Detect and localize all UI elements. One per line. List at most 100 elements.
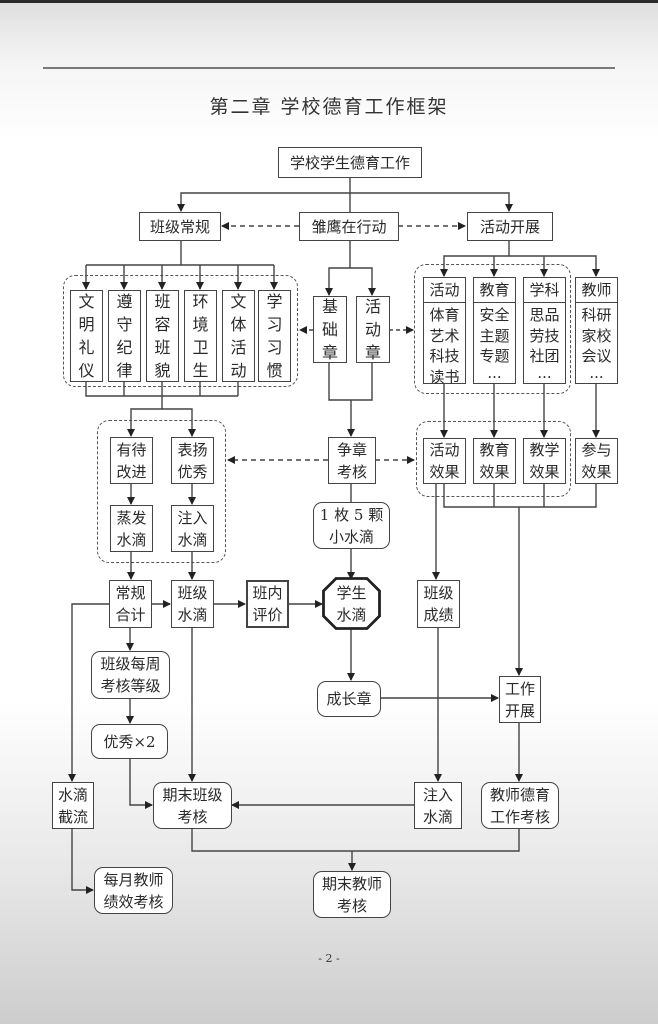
group-header: 教师 xyxy=(576,278,617,303)
drop-cutoff-node: 水滴截流 xyxy=(52,782,94,829)
char: 活 xyxy=(364,297,381,316)
line: 考核 xyxy=(177,807,208,826)
line: 开展 xyxy=(504,701,535,720)
group-line: 艺术 xyxy=(429,326,460,345)
in-class-eval-node: 班内评价 xyxy=(246,580,289,628)
line: 争章 xyxy=(336,440,367,459)
line: 常规 xyxy=(115,584,146,602)
char: 动 xyxy=(364,320,381,339)
line: 优秀×2 xyxy=(103,732,156,751)
line: 班内 xyxy=(252,584,283,602)
line: 水滴 xyxy=(336,606,367,624)
line: 参与 xyxy=(581,441,612,459)
needs-improve-node: 有待改进 xyxy=(110,437,153,484)
line: 每月教师 xyxy=(103,870,164,889)
group-line: ··· xyxy=(537,367,552,386)
line: 表扬 xyxy=(177,440,208,459)
group-line: 科技 xyxy=(429,347,460,365)
growth-badge-node: 成长章 xyxy=(317,681,381,717)
group-line: 科研 xyxy=(581,306,612,324)
line: 考核等级 xyxy=(100,677,161,695)
inject-drops-2-node: 注入水滴 xyxy=(414,782,462,829)
line: 注入 xyxy=(422,785,453,804)
line: 合计 xyxy=(115,606,146,624)
char: 活 xyxy=(230,338,247,357)
effect-activity-node: 活动效果 xyxy=(423,438,466,484)
group-line: ··· xyxy=(589,367,604,386)
line: 水滴 xyxy=(57,785,88,804)
routine-item-etiquette: 文明礼仪 xyxy=(70,290,103,382)
header-rule xyxy=(43,67,615,69)
line: 学生 xyxy=(336,584,367,602)
praise-excellent-node: 表扬优秀 xyxy=(171,437,214,484)
char: 础 xyxy=(321,320,338,339)
line: 工作 xyxy=(504,679,535,698)
group-line: 体育 xyxy=(429,306,460,324)
group-line: 会议 xyxy=(581,347,612,365)
char: 体 xyxy=(230,315,247,334)
line: 效果 xyxy=(529,463,560,481)
line: 注入 xyxy=(177,508,208,527)
line: 效果 xyxy=(429,463,460,481)
char: 学 xyxy=(266,292,283,311)
line: 1 枚 5 颗 xyxy=(319,505,384,524)
activity-dev-label: 活动开展 xyxy=(479,217,540,236)
badge-assess-node: 争章考核 xyxy=(328,437,376,484)
root-node: 学校学生德育工作 xyxy=(278,147,422,178)
line: 评价 xyxy=(252,606,283,624)
final-teacher-assess-node: 期末教师考核 xyxy=(313,871,391,918)
group-line: 主题 xyxy=(479,326,510,345)
routine-item-sports-arts: 文体活动 xyxy=(222,290,255,382)
monthly-teacher-perf-node: 每月教师绩效考核 xyxy=(94,867,173,914)
student-drops-node: 学生水滴 xyxy=(328,582,375,626)
badge-drops-node: 1 枚 5 颗小水滴 xyxy=(313,502,390,549)
line: 小水滴 xyxy=(328,527,374,546)
line: 效果 xyxy=(479,463,510,481)
char: 基 xyxy=(321,297,338,316)
line: 工作考核 xyxy=(489,807,550,826)
char: 习 xyxy=(266,338,283,357)
group-line: 劳技 xyxy=(529,326,560,345)
line: 水滴 xyxy=(177,606,208,624)
char: 仪 xyxy=(78,361,95,380)
activity-group-subjects: 学科 思品 劳技 社团 ··· xyxy=(523,277,566,386)
group-line: 专题 xyxy=(479,347,510,365)
char: 守 xyxy=(116,315,133,334)
char: 班 xyxy=(154,292,171,311)
activity-group-education: 教育 安全 主题 专题 ··· xyxy=(473,277,516,386)
top-edge-bar xyxy=(0,0,658,3)
weekly-grade-node: 班级每周考核等级 xyxy=(91,651,170,699)
line: 水滴 xyxy=(177,530,208,549)
line: 成长章 xyxy=(326,690,372,708)
routine-items-group xyxy=(63,275,298,387)
char: 礼 xyxy=(78,338,95,357)
class-score-node: 班级成绩 xyxy=(417,580,460,628)
final-class-assess-node: 期末班级考核 xyxy=(153,782,232,829)
line: 班级每周 xyxy=(100,655,161,673)
routine-item-study-habits: 学习习惯 xyxy=(258,290,291,382)
class-routine-label: 班级常规 xyxy=(149,217,210,236)
char: 动 xyxy=(230,361,247,380)
char: 环 xyxy=(192,292,209,311)
group-header: 学科 xyxy=(524,278,565,303)
activity-groups-group xyxy=(414,264,571,394)
eagle-action-label: 雏鹰在行动 xyxy=(311,217,387,236)
char: 班 xyxy=(154,338,171,357)
line: 效果 xyxy=(581,463,612,481)
inject-drops-node: 注入水滴 xyxy=(171,505,214,552)
excellent-x2-node: 优秀×2 xyxy=(91,724,168,759)
class-drops-node: 班级水滴 xyxy=(171,580,214,628)
line: 优秀 xyxy=(177,462,208,481)
char: 习 xyxy=(266,315,283,334)
activity-badge-node: 活动章 xyxy=(356,296,390,363)
line: 成绩 xyxy=(423,606,454,624)
routine-item-hygiene: 环境卫生 xyxy=(184,290,217,382)
group-header: 教育 xyxy=(474,278,515,303)
line: 绩效考核 xyxy=(103,892,164,911)
char: 貌 xyxy=(154,361,171,380)
root-label: 学校学生德育工作 xyxy=(289,153,410,172)
line: 蒸发 xyxy=(116,508,147,527)
page-title: 第二章 学校德育工作框架 xyxy=(209,96,449,118)
basic-badge-node: 基础章 xyxy=(313,296,347,363)
line: 截流 xyxy=(57,807,88,826)
